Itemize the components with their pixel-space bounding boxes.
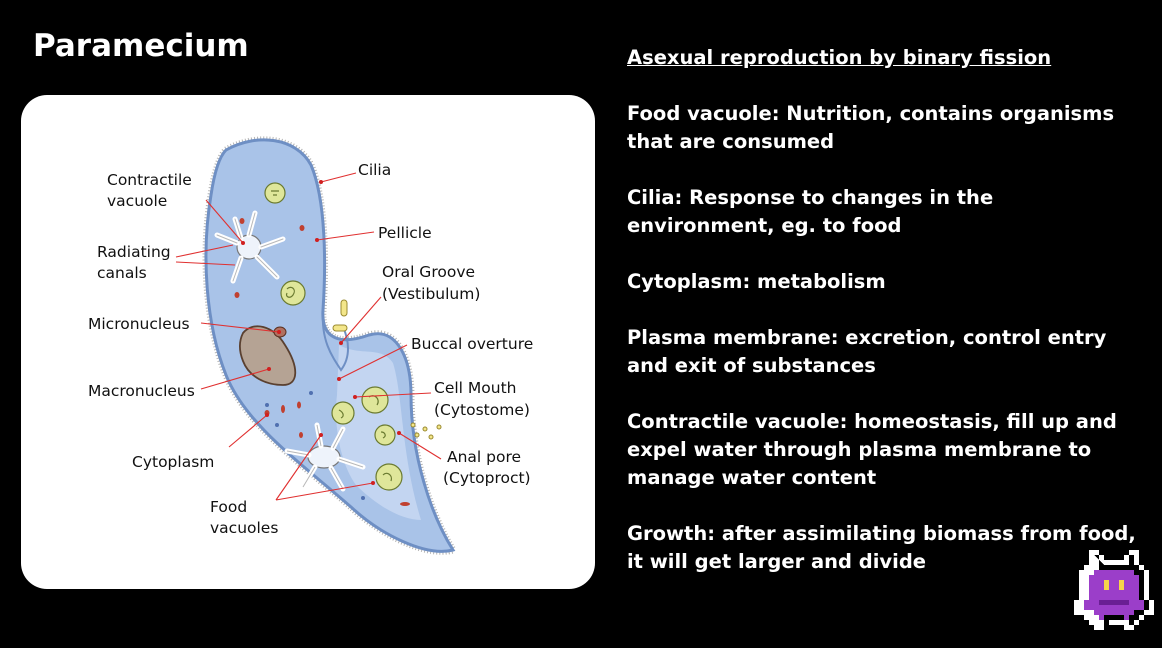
label-micronucleus: Micronucleus: [88, 315, 190, 333]
note-growth: Growth: after assimilating biomass from …: [627, 522, 1136, 573]
note-food-vacuole: Food vacuole: Nutrition, contains organi…: [627, 102, 1115, 153]
note-cytoplasm: Cytoplasm: metabolism: [627, 270, 886, 293]
diagram-labels: Contractile vacuole Radiating canals Mic…: [88, 161, 533, 537]
contractile-vacuole-bottom: [284, 422, 366, 492]
page-title: Paramecium: [33, 28, 249, 64]
cytoplasm-dots: [265, 391, 365, 500]
label-macronucleus: Macronucleus: [88, 382, 195, 400]
label-anal-pore-2: (Cytoproct): [443, 469, 531, 487]
label-radiating-canals: Radiating: [97, 243, 171, 261]
label-food-vacuoles: Food: [210, 498, 247, 516]
leader-lines: [175, 172, 442, 501]
note-cilia: Cilia: Response to changes in the enviro…: [627, 186, 994, 237]
label-cell-mouth: Cell Mouth: [434, 379, 516, 397]
label-oral-groove: Oral Groove: [382, 263, 475, 281]
note-contractile-vacuole: Contractile vacuole: homeostasis, fill u…: [627, 410, 1117, 489]
label-cell-mouth-2: (Cytostome): [434, 401, 530, 419]
label-radiating-canals-2: canals: [97, 264, 147, 282]
paramecium-illustration: Contractile vacuole Radiating canals Mic…: [88, 136, 533, 555]
oral-groove: [321, 309, 349, 372]
label-food-vacuoles-2: vacuoles: [210, 519, 278, 537]
expelled-particles: [332, 299, 442, 440]
note-plasma-membrane: Plasma membrane: excretion, control entr…: [627, 326, 1107, 377]
notes-panel: Asexual reproduction by binary fission F…: [627, 44, 1147, 604]
label-buccal-overture: Buccal overture: [411, 335, 533, 353]
label-contractile-vacuole: Contractile: [107, 171, 192, 189]
label-pellicle: Pellicle: [378, 224, 432, 242]
paramecium-diagram: Contractile vacuole Radiating canals Mic…: [21, 95, 595, 589]
notes-heading: Asexual reproduction by binary fission: [627, 46, 1052, 69]
pixel-monster-icon: [1074, 550, 1154, 630]
label-contractile-vacuole-2: vacuole: [107, 192, 167, 210]
label-anal-pore: Anal pore: [447, 448, 521, 466]
label-cytoplasm: Cytoplasm: [132, 453, 214, 471]
label-cilia: Cilia: [358, 161, 391, 179]
label-oral-groove-2: (Vestibulum): [382, 285, 480, 303]
